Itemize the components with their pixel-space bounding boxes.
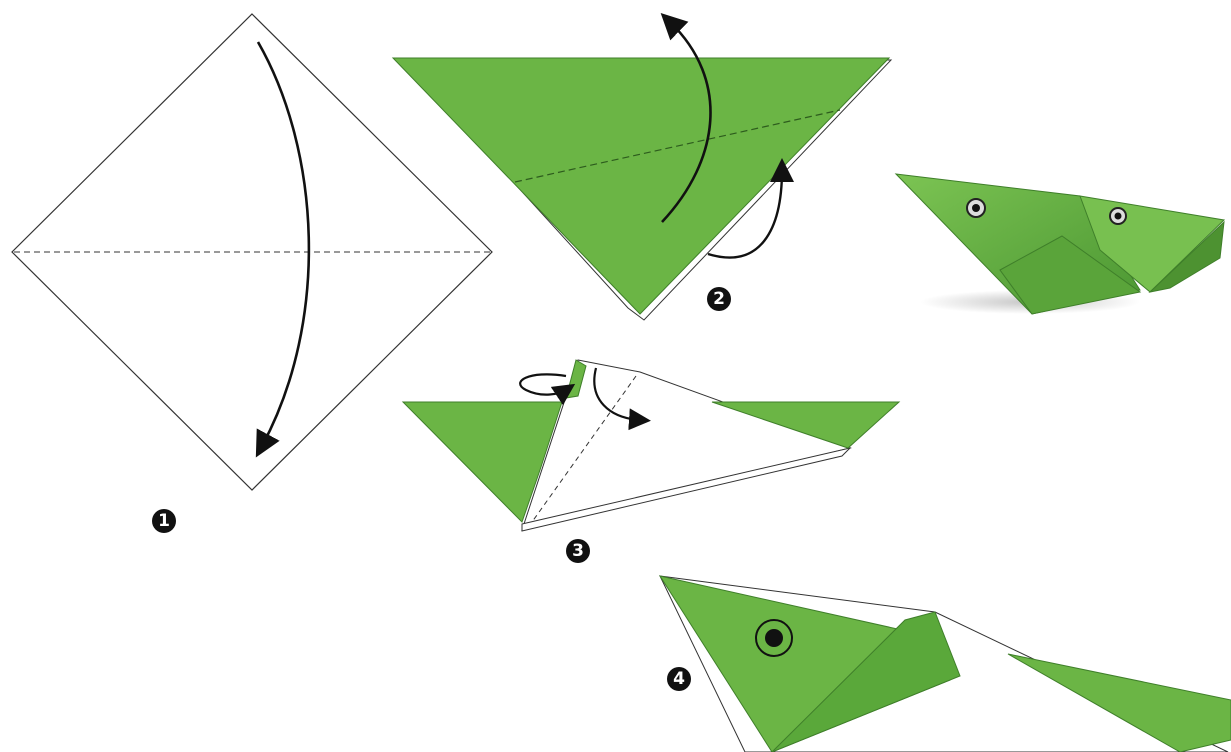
eye-pupil	[765, 629, 783, 647]
finished-model-photo	[896, 174, 1224, 314]
step-2-badge: 2	[707, 287, 731, 311]
eye-pupil	[1115, 213, 1122, 220]
step-3-badge: 3	[566, 539, 590, 563]
step-1-badge: 1	[152, 509, 176, 533]
step-3-diagram	[403, 360, 899, 531]
step-4-badge: 4	[667, 667, 691, 691]
step-4-diagram	[660, 576, 1231, 752]
rotate-arrow-icon	[520, 374, 566, 394]
eye-pupil	[972, 204, 980, 212]
